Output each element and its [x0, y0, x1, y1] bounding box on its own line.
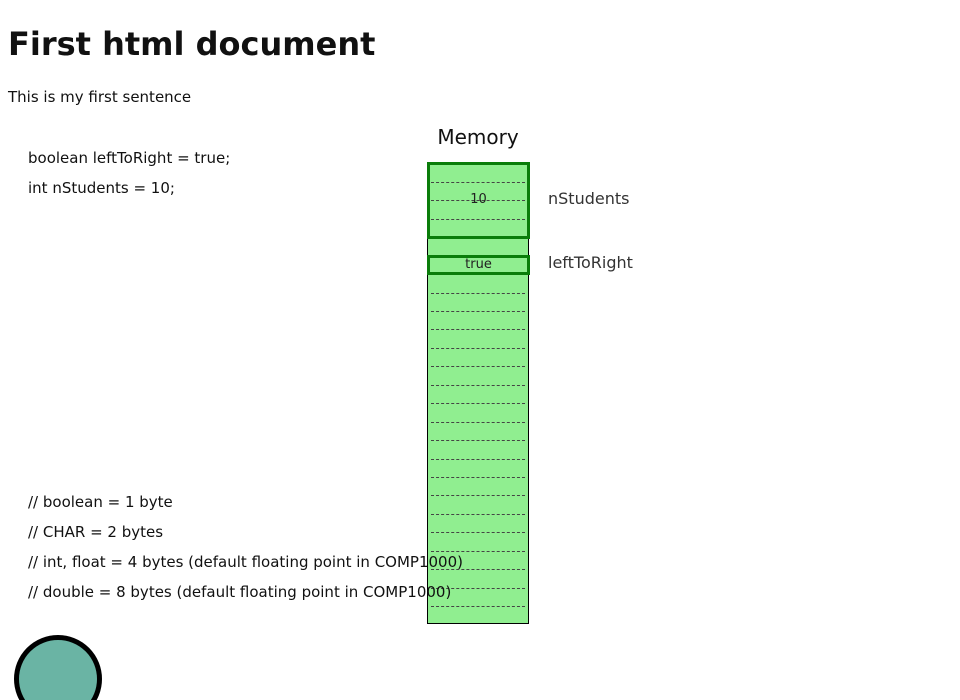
comment-int-float-size: // int, float = 4 bytes (default floatin…	[28, 553, 463, 571]
comment-char-size: // CHAR = 2 bytes	[28, 523, 164, 541]
memory-cell-divider	[431, 329, 525, 330]
memory-cell-divider	[431, 459, 525, 460]
memory-cell-divider	[431, 403, 525, 404]
code-line-n-students: int nStudents = 10;	[28, 179, 175, 197]
memory-cell-divider	[431, 440, 525, 441]
memory-cell-divider	[431, 219, 525, 220]
n-students-value: 10	[470, 192, 487, 207]
page-title: First html document	[8, 25, 376, 63]
memory-cell-divider	[431, 366, 525, 367]
memory-cell-divider	[431, 182, 525, 183]
left-to-right-value: true	[465, 257, 492, 272]
memory-cell-divider	[431, 385, 525, 386]
memory-column	[427, 162, 529, 624]
memory-cell-divider	[431, 495, 525, 496]
comment-boolean-size: // boolean = 1 byte	[28, 493, 173, 511]
left-to-right-label: leftToRight	[548, 253, 633, 272]
comment-double-size: // double = 8 bytes (default floating po…	[28, 583, 452, 601]
memory-cell-divider	[431, 569, 525, 570]
circle-button[interactable]	[14, 635, 102, 700]
memory-cell-divider	[431, 477, 525, 478]
code-line-left-to-right: boolean leftToRight = true;	[28, 149, 231, 167]
memory-variable-n-students: 10	[427, 162, 530, 239]
n-students-label: nStudents	[548, 189, 630, 208]
memory-cell-divider	[431, 200, 525, 201]
memory-cell-divider	[431, 422, 525, 423]
memory-variable-left-to-right: true	[427, 255, 530, 275]
memory-cell-divider	[431, 588, 525, 589]
memory-cell-divider	[431, 532, 525, 533]
memory-cell-divider	[431, 311, 525, 312]
memory-cell-divider	[431, 293, 525, 294]
memory-cell-divider	[431, 606, 525, 607]
memory-title: Memory	[437, 125, 519, 149]
memory-cell-divider	[431, 514, 525, 515]
memory-cell-divider	[431, 551, 525, 552]
first-sentence: This is my first sentence	[8, 88, 192, 106]
memory-cell-divider	[431, 348, 525, 349]
